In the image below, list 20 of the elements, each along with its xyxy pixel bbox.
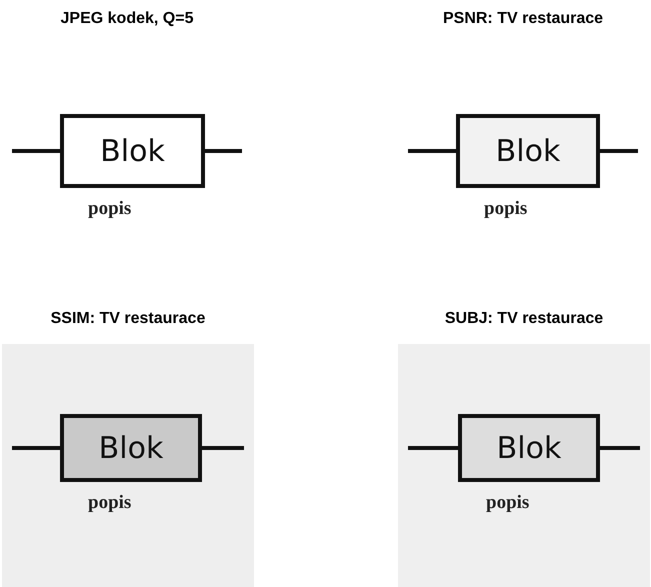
panel-title: SUBJ: TV restaurace xyxy=(444,310,604,328)
connector-line xyxy=(12,149,60,153)
connector-line xyxy=(205,149,242,153)
connector-line xyxy=(408,446,458,450)
caption-text: popis xyxy=(88,198,132,220)
block-box: Blok xyxy=(456,114,600,188)
block-box: Blok xyxy=(458,414,600,482)
caption-text: popis xyxy=(484,198,528,220)
connector-line xyxy=(12,446,60,450)
connector-line xyxy=(408,149,456,153)
panel-title: SSIM: TV restaurace xyxy=(50,310,206,328)
connector-line xyxy=(600,149,638,153)
connector-line xyxy=(202,446,244,450)
caption-text: popis xyxy=(88,492,132,514)
caption-text: popis xyxy=(486,492,530,514)
panel-title: PSNR: TV restaurace xyxy=(442,10,604,28)
block-box: Blok xyxy=(60,114,205,188)
connector-line xyxy=(600,446,640,450)
panel-title: JPEG kodek, Q=5 xyxy=(60,10,194,28)
block-box: Blok xyxy=(60,414,202,482)
